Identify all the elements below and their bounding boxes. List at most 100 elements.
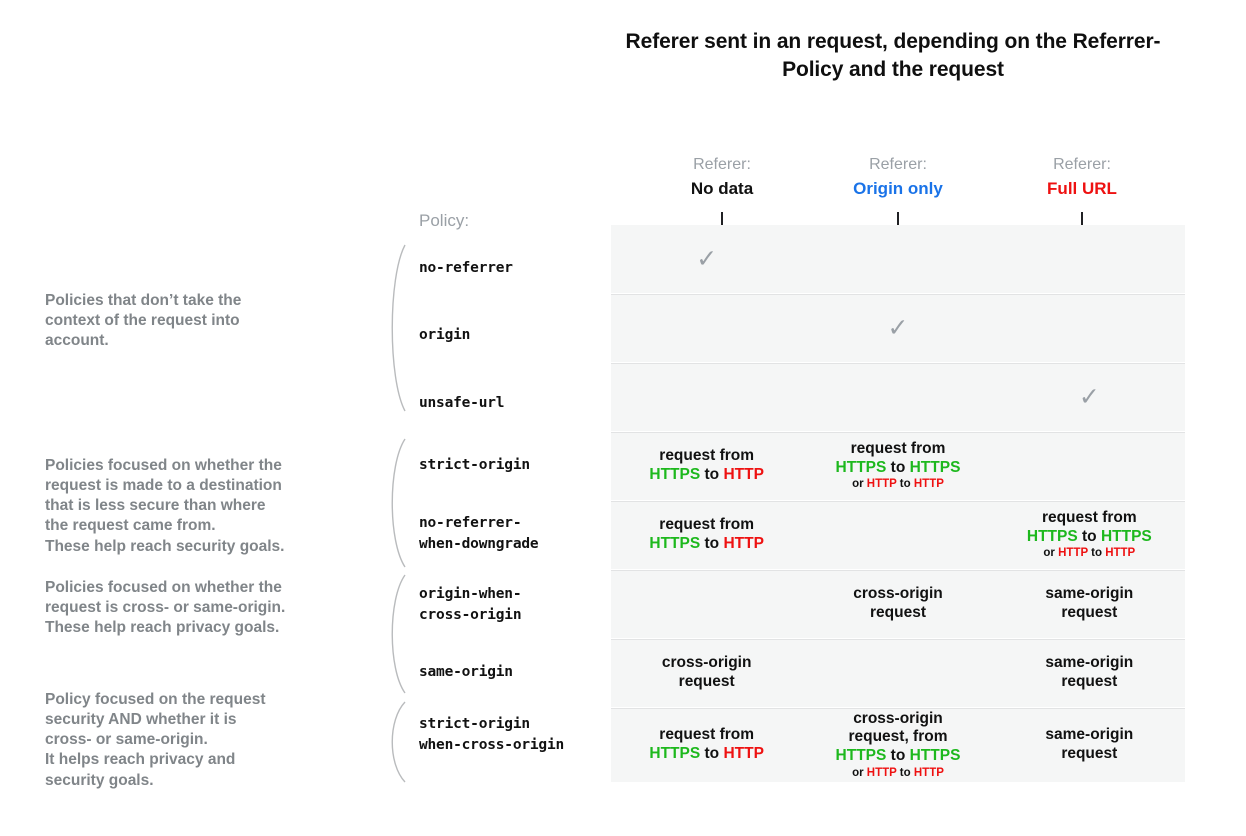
- column-header-full-url: Referer: Full URL: [994, 155, 1170, 200]
- matrix-cell: ✓: [802, 294, 993, 362]
- policy-name-origin-when-cross-origin: origin-when- cross-origin: [419, 586, 522, 623]
- protocol-token: or: [852, 766, 867, 779]
- table-row: ✓: [611, 225, 1185, 293]
- cell-line-1: cross-origin: [853, 709, 943, 727]
- protocol-token: HTTPS: [1100, 527, 1152, 545]
- cell-line-1: request from: [659, 447, 755, 465]
- column-header-kicker: Referer:: [869, 156, 927, 173]
- protocol-token: HTTP: [866, 478, 897, 491]
- protocol-token: HTTP: [723, 466, 764, 483]
- protocol-token: to: [1087, 547, 1106, 560]
- matrix-cell-empty: [802, 225, 993, 293]
- table-row: ✓: [611, 293, 1185, 362]
- protocol-token: HTTP: [723, 745, 764, 762]
- matrix-cell-empty: [611, 363, 802, 431]
- brace-group-context: [382, 243, 408, 413]
- protocol-token: or: [852, 478, 867, 491]
- page-title: Referer sent in an request, depending on…: [625, 30, 1161, 81]
- column-tick-origin-only: [897, 212, 899, 225]
- cell-line-1: request from: [659, 726, 755, 744]
- protocol-token: HTTPS: [835, 458, 887, 476]
- matrix-cell-empty: [611, 294, 802, 362]
- cell-line-1: same-origin: [1045, 585, 1134, 603]
- protocol-line: HTTPS to HTTP: [649, 745, 764, 764]
- protocol-token: to: [1077, 527, 1101, 545]
- cell-line-2: request: [1061, 673, 1118, 690]
- cell-line-1: request from: [850, 440, 946, 457]
- protocol-token: to: [886, 746, 910, 764]
- protocol-line: HTTPS to HTTPS: [836, 747, 961, 766]
- protocol-line: or HTTP to HTTP: [836, 767, 961, 781]
- group-description-context: Policies that don’t take the context of …: [45, 292, 242, 350]
- matrix-cell-empty: [802, 639, 993, 707]
- cell-line-2: request: [678, 673, 735, 690]
- check-icon: ✓: [1078, 382, 1100, 411]
- matrix-cell-empty: [802, 501, 993, 569]
- protocol-token: HTTP: [1058, 547, 1088, 560]
- cell-line-1: same-origin: [1045, 726, 1134, 744]
- protocol-token: HTTPS: [649, 466, 701, 483]
- protocol-line: HTTPS to HTTPS: [836, 459, 961, 478]
- protocol-token: HTTP: [1105, 547, 1136, 560]
- protocol-token: to: [700, 535, 724, 552]
- group-description-security: Policies focused on whether the request …: [45, 457, 285, 555]
- column-header-value: No data: [690, 179, 754, 199]
- protocol-line: or HTTP to HTTP: [1027, 547, 1152, 561]
- protocol-token: HTTPS: [909, 746, 961, 764]
- matrix-cell-empty: [994, 225, 1185, 293]
- cell-line-1: cross-origin: [661, 654, 752, 672]
- protocol-token: HTTP: [913, 766, 944, 779]
- cell-line-1: request from: [1041, 509, 1137, 526]
- protocol-line: HTTPS to HTTPS: [1027, 528, 1152, 547]
- protocol-token: or: [1043, 547, 1059, 560]
- protocol-token: HTTPS: [835, 746, 887, 764]
- matrix-cell-empty: [994, 432, 1185, 500]
- policy-name-same-origin: same-origin: [419, 664, 513, 680]
- protocol-token: HTTPS: [649, 745, 701, 762]
- brace-group-security: [382, 437, 408, 569]
- group-description-privacy: Policies focused on whether the request …: [45, 579, 286, 637]
- cell-line-1: same-origin: [1045, 654, 1134, 672]
- column-header-value: Full URL: [1047, 179, 1117, 199]
- matrix-cell-empty: [611, 570, 802, 638]
- policy-name-strict-origin: strict-origin: [419, 457, 530, 473]
- check-icon: ✓: [696, 244, 718, 273]
- protocol-token: to: [700, 745, 724, 762]
- protocol-token: HTTPS: [1026, 527, 1078, 545]
- brace-group-privacy-security: [382, 700, 408, 784]
- protocol-token: to: [896, 478, 914, 491]
- protocol-line: HTTPS to HTTP: [649, 535, 764, 554]
- matrix-cell-empty: [802, 363, 993, 431]
- protocol-token: HTTPS: [649, 535, 701, 552]
- cell-line-1: cross-origin: [853, 585, 943, 603]
- policy-name-no-referrer: no-referrer: [419, 260, 513, 276]
- policy-name-unsafe-url: unsafe-url: [419, 395, 505, 411]
- matrix-cell: ✓: [611, 225, 802, 293]
- column-tick-full-url: [1081, 212, 1083, 225]
- cell-line-1: request from: [659, 516, 755, 534]
